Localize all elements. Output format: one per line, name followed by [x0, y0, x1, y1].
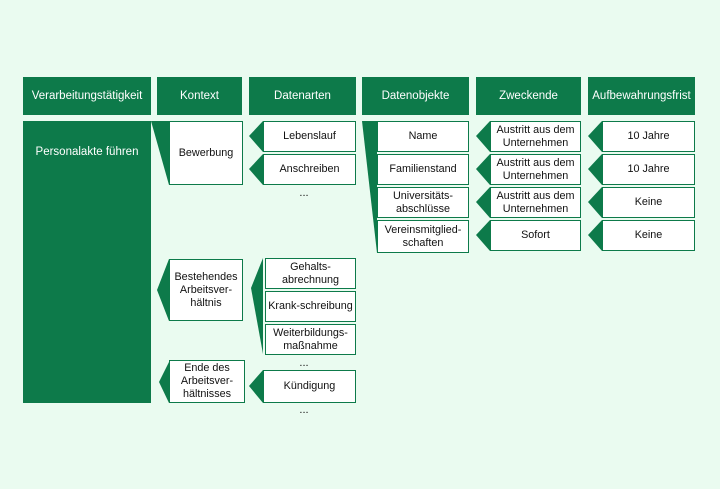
datenart-krankschreibung: Krank-schreibung	[265, 291, 356, 322]
connector-frist-2	[588, 154, 602, 185]
context-bewerbung: Bewerbung	[169, 121, 243, 185]
zweckende-universitaetsabschluesse: Austritt aus dem Unternehmen	[490, 187, 581, 218]
connector-kontext-ende	[159, 362, 169, 403]
connector-zweckende-3	[476, 187, 490, 218]
connector-datenart-anschreiben	[249, 154, 263, 185]
datenobjekt-name: Name	[377, 121, 469, 152]
frist-universitaetsabschluesse: Keine	[602, 187, 695, 218]
frist-familienstand: 10 Jahre	[602, 154, 695, 185]
datenart-kuendigung: Kündigung	[263, 370, 356, 403]
frist-vereinsmitgliedschaften: Keine	[602, 220, 695, 251]
connector-datenart-kuendigung	[249, 370, 263, 403]
header-kontext: Kontext	[157, 77, 242, 115]
header-datenarten: Datenarten	[249, 77, 356, 115]
ellipsis-datenarten-3: ...	[299, 404, 309, 416]
connector-zweckende-1	[476, 121, 490, 152]
connector-frist-3	[588, 187, 602, 218]
datenart-anschreiben: Anschreiben	[263, 154, 356, 185]
zweckende-vereinsmitgliedschaften: Sofort	[490, 220, 581, 251]
connector-zweckende-2	[476, 154, 490, 185]
connector-kontext-bewerbung	[151, 121, 169, 185]
datenart-gehaltsabrechnung: Gehalts-abrechnung	[265, 258, 356, 289]
connector-frist-4	[588, 220, 602, 251]
connector-kontext-arbeitsverhaeltnis	[157, 259, 169, 321]
datenart-weiterbildungsmassnahme: Weiterbildungs-maßnahme	[265, 324, 356, 355]
connector-frist-1	[588, 121, 602, 152]
context-bestehendes-arbeitsverhaeltnis: Bestehendes Arbeitsver-hältnis	[169, 259, 243, 321]
datenart-lebenslauf: Lebenslauf	[263, 121, 356, 152]
zweckende-familienstand: Austritt aus dem Unternehmen	[490, 154, 581, 185]
datenobjekt-familienstand: Familienstand	[377, 154, 469, 185]
activity-bar	[23, 121, 151, 403]
datenobjekt-vereinsmitgliedschaften: Vereinsmitglied-schaften	[377, 220, 469, 253]
header-zweckende: Zweckende	[476, 77, 581, 115]
ellipsis-datenarten-1: ...	[299, 187, 309, 199]
frist-name: 10 Jahre	[602, 121, 695, 152]
connector-datenobjekte	[362, 121, 377, 253]
header-aufbewahrungsfrist: Aufbewahrungsfrist	[588, 77, 695, 115]
ellipsis-datenarten-2: ...	[299, 357, 309, 369]
header-datenobjekte: Datenobjekte	[362, 77, 469, 115]
zweckende-name: Austritt aus dem Unternehmen	[490, 121, 581, 152]
connector-datenart-lebenslauf	[249, 121, 263, 152]
header-verarbeitungstaetigkeit: Verarbeitungstätigkeit	[23, 77, 151, 115]
connector-zweckende-4	[476, 220, 490, 251]
connector-datenart-gehalt	[251, 258, 263, 354]
datenobjekt-universitaetsabschluesse: Universitäts-abschlüsse	[377, 187, 469, 218]
context-ende-arbeitsverhaeltnis: Ende des Arbeitsver-hältnisses	[169, 360, 245, 403]
activity-label: Personalakte führen	[35, 146, 139, 158]
